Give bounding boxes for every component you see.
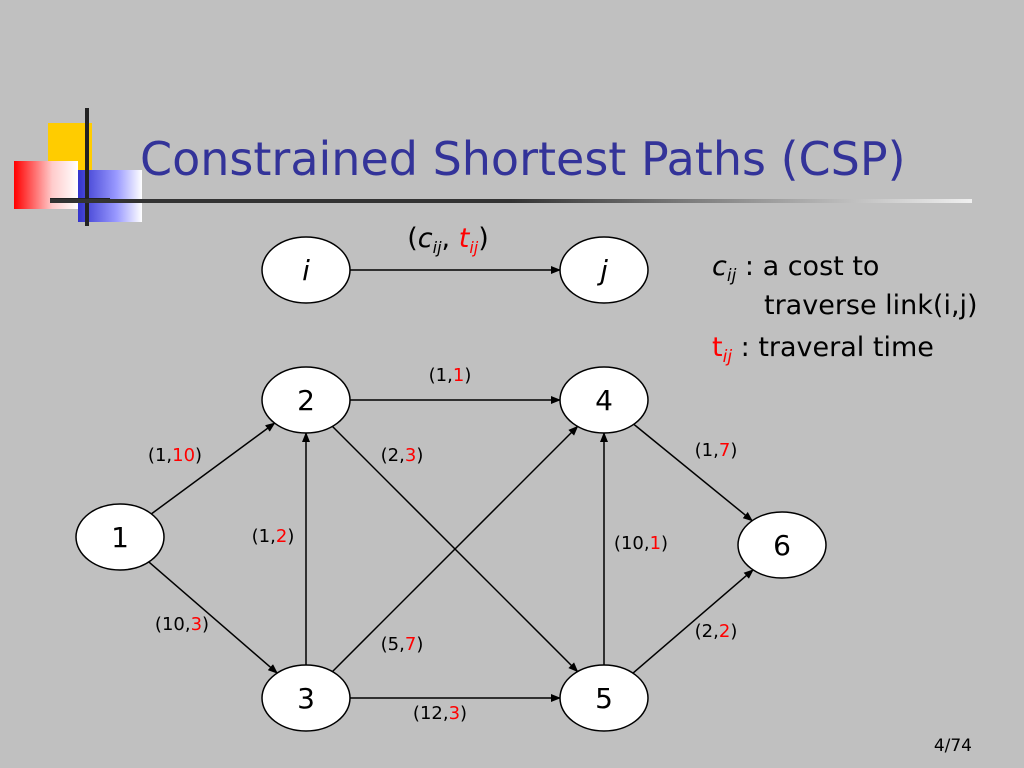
- node-3-label: 3: [297, 682, 315, 715]
- title-divider: [50, 199, 972, 203]
- legend-time-subscript: ij: [722, 347, 733, 368]
- node-6-label: 6: [773, 529, 791, 562]
- node-5-circle: [559, 664, 649, 732]
- node-1-label: 1: [111, 521, 129, 554]
- edge-1-3: [148, 561, 278, 674]
- page-number: 4/74: [933, 736, 972, 756]
- edge-1-2: [150, 422, 276, 515]
- example-node-i-label: i: [302, 254, 310, 287]
- legend-cost-subscript: ij: [726, 266, 737, 287]
- node-5-label: 5: [595, 682, 613, 715]
- edge-label-1-3: (10,3): [155, 614, 209, 635]
- node-4-circle: [559, 366, 649, 434]
- example-edge-label: (cij, tij): [407, 223, 489, 257]
- nodes: 1 2 3 4 5 6: [75, 366, 827, 732]
- node-6-circle: [737, 511, 827, 579]
- node-2-label: 2: [297, 384, 315, 417]
- edge-label-2-5: (2,3): [381, 445, 424, 466]
- edge-4-6: [633, 423, 753, 522]
- example-node-i-circle: [261, 236, 351, 304]
- slide-title: Constrained Shortest Paths (CSP): [140, 132, 906, 186]
- legend-cost-symbol: c: [712, 251, 727, 282]
- legend-time: tij : traveral time: [712, 332, 934, 368]
- node-1-circle: [75, 503, 165, 571]
- edge-5-6: [632, 569, 754, 674]
- edge-label-5-4: (10,1): [614, 533, 668, 554]
- edge-label-3-2: (1,2): [252, 526, 295, 547]
- edge-label-4-6: (1,7): [695, 440, 738, 461]
- legend-cost: cij : a cost to: [712, 251, 879, 287]
- edge-3-4: [331, 425, 579, 673]
- edge-label-1-2: (1,10): [148, 445, 202, 466]
- legend-time-symbol: t: [712, 332, 723, 363]
- node-2-circle: [261, 366, 351, 434]
- edge-label-5-6: (2,2): [695, 621, 738, 642]
- edges: (1,10) (10,3) (1,2) (1,1) (2,3) (5,7) (12,3) (1…: [148, 365, 754, 724]
- edge-label-2-4: (1,1): [429, 365, 472, 386]
- legend-cost-line2: traverse link(i,j): [764, 290, 978, 321]
- edge-label-3-5: (12,3): [413, 703, 467, 724]
- legend-cost-text: : a cost to: [744, 251, 880, 282]
- slide-logo: [12, 108, 147, 226]
- logo-vertical-bar: [85, 108, 89, 226]
- example-node-j-circle: [559, 236, 649, 304]
- node-4-label: 4: [595, 384, 613, 417]
- node-3-circle: [261, 664, 351, 732]
- legend-time-text: : traveral time: [740, 332, 934, 363]
- edge-label-3-4: (5,7): [381, 634, 424, 655]
